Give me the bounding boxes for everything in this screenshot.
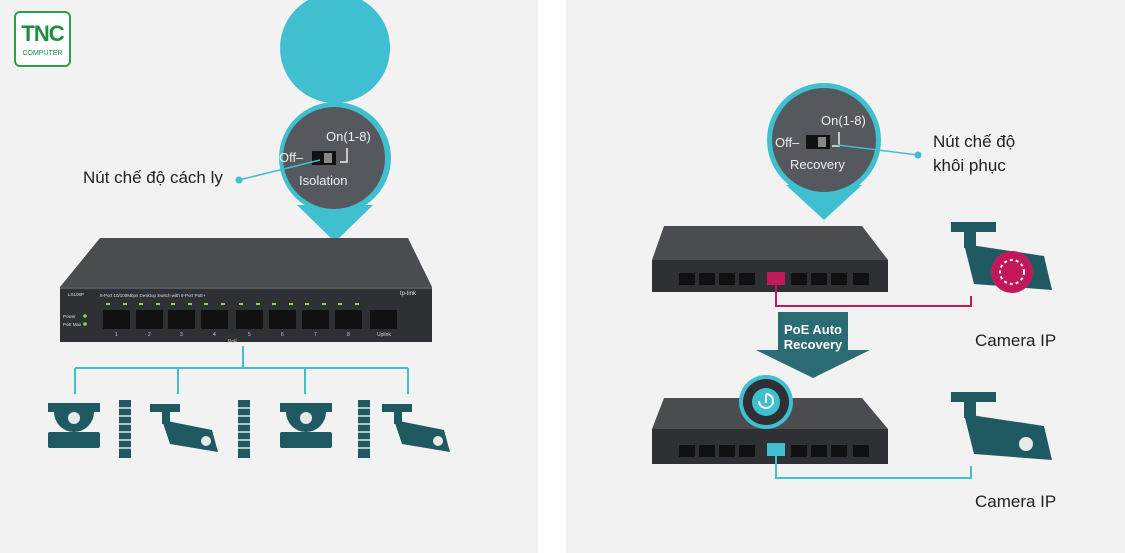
recovery-badge xyxy=(739,375,793,429)
bullet-camera-faulty-icon xyxy=(951,222,1052,293)
tnc-computer-logo: TNC COMPUTER xyxy=(14,11,71,67)
port-number: 7 xyxy=(314,332,317,338)
port-number: 5 xyxy=(248,332,251,338)
recovery-illustration: Off– On(1-8) Recovery xyxy=(652,83,1052,479)
led-power-label: Power xyxy=(63,314,76,319)
isolation-off-label: Off– xyxy=(279,150,304,165)
recovery-mode-label-line2: khôi phục xyxy=(933,156,1006,175)
switch-model-label: LS108P xyxy=(68,292,84,297)
isolation-leader-line xyxy=(235,159,321,184)
isolation-illustration: Off– On(1-8) Isolation xyxy=(48,0,450,458)
tp-link-logo-text: tp-link xyxy=(400,291,417,297)
fault-connection-line xyxy=(775,285,972,307)
firewall-icon xyxy=(119,400,131,458)
poe-switch-bottom xyxy=(652,398,888,464)
poe-switch-device xyxy=(60,238,432,342)
poe-switch-top xyxy=(652,226,888,292)
uplink-label: Uplink xyxy=(377,332,391,338)
camera-ip-label-top: Camera IP xyxy=(975,331,1057,350)
faulty-port-highlight xyxy=(767,272,785,285)
recovery-switch-name: Recovery xyxy=(790,157,845,172)
port-number: 1 xyxy=(115,332,118,338)
recovery-callout-bubble xyxy=(767,83,881,220)
isolation-on-label: On(1-8) xyxy=(326,129,371,144)
port-number: 8 xyxy=(347,332,350,338)
network-tree-lines xyxy=(74,346,409,394)
isolation-toggle-switch[interactable] xyxy=(312,148,348,165)
port-leds xyxy=(83,303,359,326)
arrow-label-line1: PoE Auto xyxy=(784,322,842,337)
recovery-off-label: Off– xyxy=(775,135,800,150)
recovery-on-label: On(1-8) xyxy=(821,113,866,128)
port-number: 6 xyxy=(281,332,284,338)
port-number: 2 xyxy=(148,332,151,338)
led-poemax-label: PoE Max xyxy=(63,322,82,327)
arrow-label-line2: Recovery xyxy=(784,337,843,352)
dome-camera-icon xyxy=(48,403,100,448)
logo-subtitle: COMPUTER xyxy=(22,50,63,57)
isolation-callout-bubble xyxy=(279,0,391,242)
recovery-leader-line xyxy=(837,144,922,159)
bullet-camera-icon xyxy=(382,404,450,452)
isolation-mode-label: Nút chế độ cách ly xyxy=(83,168,223,187)
right-panel-recovery: Off– On(1-8) Recovery xyxy=(566,0,1125,553)
port-number-labels: 1 2 3 4 5 6 7 8 xyxy=(115,332,350,338)
poe-label: PoE xyxy=(228,339,238,345)
bullet-camera-icon xyxy=(951,392,1052,460)
dome-camera-icon xyxy=(280,403,332,448)
firewall-icon xyxy=(358,400,370,458)
recovery-mode-label-line1: Nút chế độ xyxy=(933,132,1016,151)
power-refresh-icon xyxy=(758,393,774,409)
logo-brand: TNC xyxy=(21,21,64,46)
recovered-port-highlight xyxy=(767,443,785,456)
bullet-camera-icon xyxy=(150,404,218,452)
camera-ip-label-bottom: Camera IP xyxy=(975,492,1057,511)
isolation-switch-name: Isolation xyxy=(299,173,347,188)
left-panel-isolation: Off– On(1-8) Isolation xyxy=(0,0,538,553)
recovery-toggle-switch[interactable] xyxy=(806,132,840,149)
poe-auto-recovery-arrow xyxy=(756,312,870,378)
switch-ports xyxy=(103,310,397,329)
recovered-connection-line xyxy=(775,456,972,479)
firewall-icon xyxy=(238,400,250,458)
port-number: 4 xyxy=(213,332,216,338)
switch-description: 8-Port 10/100Mbps Desktop Switch with 8-… xyxy=(100,293,206,298)
port-number: 3 xyxy=(180,332,183,338)
